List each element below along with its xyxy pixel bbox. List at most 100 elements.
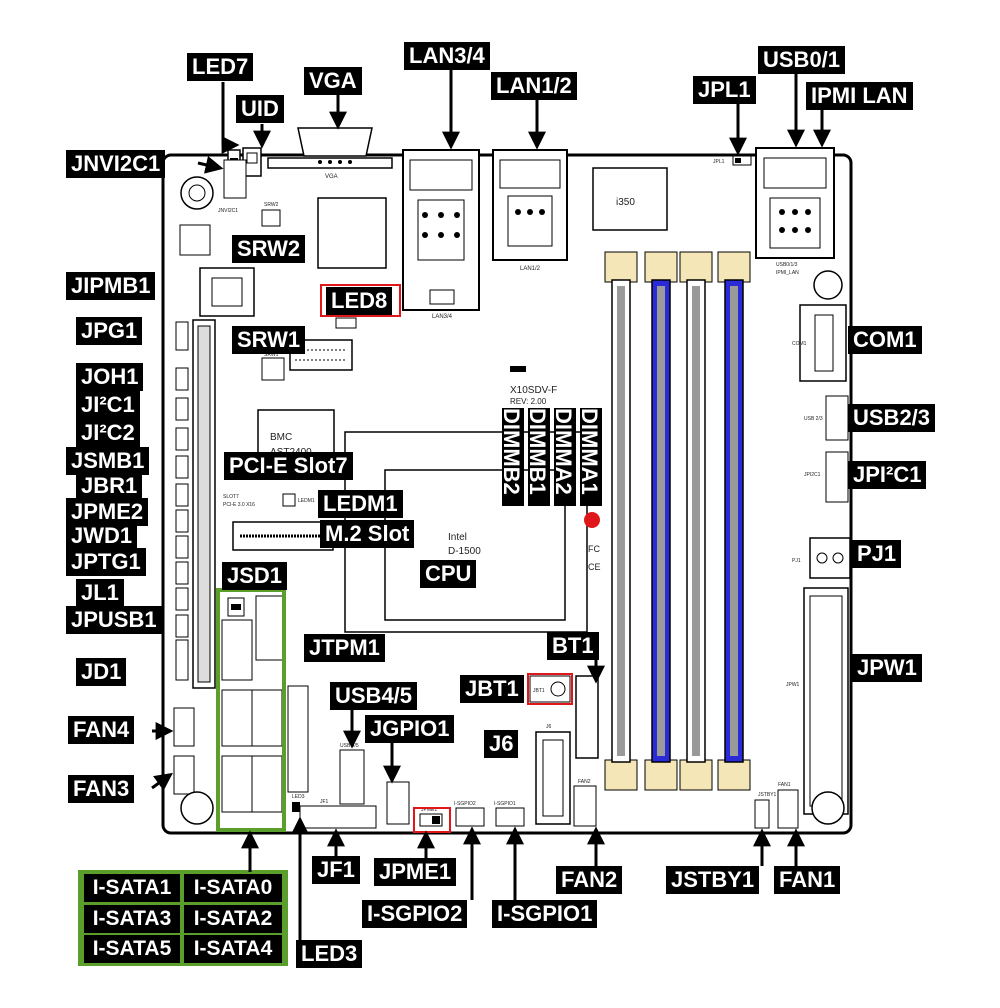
silk-sgpio1: I-SGPIO1 — [494, 801, 516, 807]
label-jtpm1: JTPM1 — [304, 634, 385, 662]
label-i-sgpio1: I-SGPIO1 — [492, 900, 598, 928]
dimm-label-block: DIMMA1 DIMMA2 DIMMB1 DIMMB2 — [499, 408, 604, 512]
usb23-header: USB 2/3 — [804, 395, 849, 441]
jtpm1-header — [287, 685, 309, 793]
label-uid: UID — [236, 95, 284, 123]
silk-jpl1: JPL1 — [713, 159, 725, 165]
silk-jbt1: JBT1 — [533, 688, 545, 694]
bmc-line1: BMC — [270, 432, 292, 443]
m2-slot-connector — [232, 521, 334, 551]
label-dimma2: DIMMA2 — [551, 408, 576, 506]
label-j6: J6 — [484, 730, 519, 758]
label-jgpio1: JGPIO1 — [365, 715, 455, 743]
silk-ipmi-lan: IPMI_LAN — [776, 270, 799, 276]
cpu-line2: D-1500 — [448, 546, 481, 557]
i-sgpio2-header: I-SGPIO2 — [454, 801, 485, 827]
label-usb23: USB2/3 — [848, 404, 936, 432]
label-led3: LED3 — [296, 940, 363, 968]
label-lan12: LAN1/2 — [491, 72, 577, 100]
ce-mark: CE — [588, 562, 601, 572]
mount-hole-bottom-right — [811, 791, 845, 825]
label-jptg1: JPTG1 — [66, 548, 146, 576]
cpu-line1: Intel — [448, 532, 467, 543]
jpme1-jumper: JPME1 — [419, 807, 443, 827]
label-jsd1: JSD1 — [222, 562, 288, 590]
callout-pointers — [151, 70, 831, 940]
i350-chip: i350 — [592, 167, 668, 231]
jpw1-atx-power: JPW1 — [786, 587, 849, 815]
label-jpw1: JPW1 — [852, 654, 922, 682]
silk-usb-ipmi: USB0/1/3 — [776, 262, 798, 268]
label-m2-slot: M.2 Slot — [320, 520, 415, 548]
label-bt1: BT1 — [547, 632, 599, 660]
left-edge-header-column — [175, 321, 189, 681]
label-i-sata3: I-SATA3 — [84, 905, 180, 933]
label-i-sata4: I-SATA4 — [184, 935, 282, 963]
board-model: X10SDV-F — [510, 385, 557, 396]
silk-lan12: LAN1/2 — [520, 266, 541, 272]
label-jpi2c1: JPI²C1 — [848, 461, 927, 489]
label-i-sata5: I-SATA5 — [84, 935, 180, 963]
chip-i350: i350 — [616, 197, 635, 208]
jpl1-jumper: JPL1 — [713, 155, 752, 166]
label-jstby1: JSTBY1 — [666, 866, 760, 894]
label-i-sata2: I-SATA2 — [184, 905, 282, 933]
board-revision: REV: 2.00 — [510, 397, 547, 406]
silk-srw1: SRW1 — [264, 352, 279, 358]
label-jpg1: JPG1 — [76, 317, 143, 345]
fcc-ce-marks: FC CE — [584, 512, 601, 572]
com1-header: COM1 — [792, 304, 847, 382]
label-joh1: JOH1 — [76, 363, 144, 391]
fan4-header — [173, 707, 195, 747]
silk-lan34: LAN3/4 — [432, 314, 453, 320]
ledm1-indicator: LEDM1 — [282, 493, 315, 507]
label-srw1: SRW1 — [232, 326, 306, 354]
green-highlight-sata-group — [216, 588, 286, 832]
pj1-power-connector: PJ1 — [792, 537, 851, 579]
jipmb1-header — [179, 224, 211, 256]
silk-jpi2c1: JPI2C1 — [804, 472, 821, 478]
silk-com1: COM1 — [792, 341, 807, 347]
lan34-connector: LAN3/4 — [402, 149, 480, 320]
label-jd1: JD1 — [76, 658, 127, 686]
jstby1-header: JSTBY1 — [754, 792, 777, 829]
label-jbr1: JBR1 — [76, 472, 143, 500]
jbt1-jumper: JBT1 — [529, 675, 571, 703]
label-jpme2: JPME2 — [66, 498, 149, 526]
fan2-header: FAN2 — [573, 779, 597, 827]
label-com1: COM1 — [848, 326, 922, 354]
label-ji2c1: JI²C1 — [76, 391, 140, 419]
label-jipmb1: JIPMB1 — [66, 272, 156, 300]
label-jbt1: JBT1 — [460, 675, 524, 703]
silk-srw2: SRW2 — [264, 202, 279, 208]
silk-sgpio2: I-SGPIO2 — [454, 801, 476, 807]
silk-fan2: FAN2 — [578, 779, 591, 785]
silk-ledm1: LEDM1 — [298, 498, 315, 504]
sata-connectors — [221, 595, 285, 813]
fcc-mark: FC — [588, 544, 600, 554]
label-led7: LED7 — [187, 53, 254, 81]
red-highlight-jbt1 — [527, 673, 573, 705]
silk-usb45: USB 4/5 — [340, 743, 359, 749]
j6-connector: J6 — [535, 724, 571, 825]
usb45-header: USB 4/5 — [339, 743, 365, 805]
silk-pj1: PJ1 — [792, 558, 801, 564]
label-jpusb1: JPUSB1 — [66, 606, 162, 634]
label-fan2: FAN2 — [556, 866, 623, 894]
silk-j6: J6 — [546, 724, 552, 730]
label-ji2c2: JI²C2 — [76, 419, 140, 447]
dimm-slot-b2 — [604, 251, 638, 791]
label-srw2: SRW2 — [232, 235, 306, 263]
silk-led3: LED3 — [292, 794, 305, 800]
srw2-standoff: SRW2 — [261, 202, 281, 227]
lan12-connector: LAN1/2 — [492, 149, 568, 272]
label-usb01: USB0/1 — [758, 46, 846, 74]
silk-vga: VGA — [325, 174, 338, 180]
label-jnvi2c1: JNVI2C1 — [66, 150, 166, 178]
silk-jf1: JF1 — [320, 799, 329, 805]
label-jpl1: JPL1 — [693, 76, 756, 104]
vga-connector: VGA — [267, 127, 393, 180]
fan1-header: FAN1 — [777, 782, 799, 829]
label-i-sata1: I-SATA1 — [84, 874, 180, 902]
label-vga: VGA — [304, 67, 362, 95]
